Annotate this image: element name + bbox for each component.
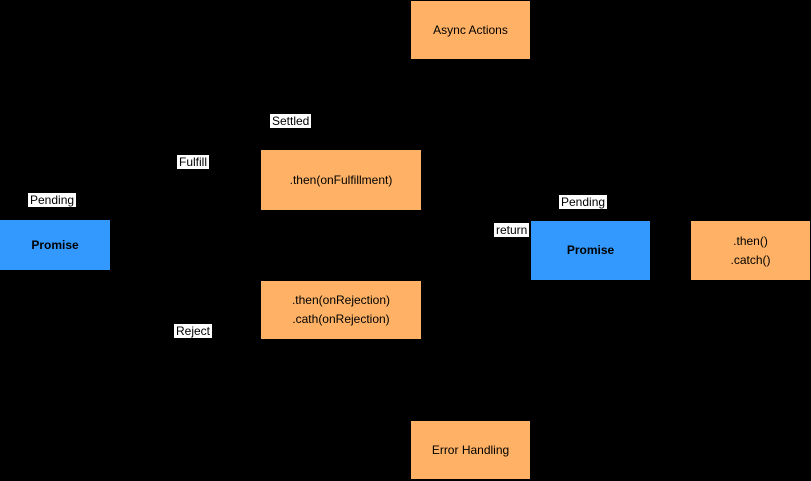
node-then-fulfillment: .then(onFulfillment) (261, 150, 421, 210)
node-then-catch-line-2: .catch() (730, 252, 771, 267)
node-then-rejection: .then(onRejection) .cath(onRejection) (261, 281, 421, 339)
node-then-fulfillment-label: .then(onFulfillment) (289, 172, 393, 187)
edge-label-pending-right: Pending (559, 195, 608, 209)
node-promise-right: Promise (531, 221, 650, 280)
node-then-rejection-line-2: .cath(onRejection) (292, 312, 390, 326)
node-promise-left-label: Promise (31, 237, 79, 252)
node-then-rejection-line-1: .then(onRejection) (291, 293, 391, 307)
node-error-handling: Error Handling (411, 421, 530, 479)
node-async-actions: Async Actions (411, 1, 530, 59)
edge-label-pending-left: Pending (28, 193, 77, 207)
node-error-handling-label: Error Handling (431, 442, 510, 457)
node-promise-left: Promise (0, 220, 110, 270)
edge-label-fulfill: Fulfill (177, 155, 210, 169)
edge-label-reject: Reject (174, 324, 213, 338)
node-then-catch: .then() .catch() (691, 221, 810, 280)
node-async-actions-label: Async Actions (433, 22, 508, 37)
edge-label-settled: Settled (270, 114, 312, 128)
node-promise-right-label: Promise (566, 243, 615, 257)
node-then-catch-line-1: .then() (733, 233, 768, 248)
edge-label-return: return (494, 223, 530, 237)
